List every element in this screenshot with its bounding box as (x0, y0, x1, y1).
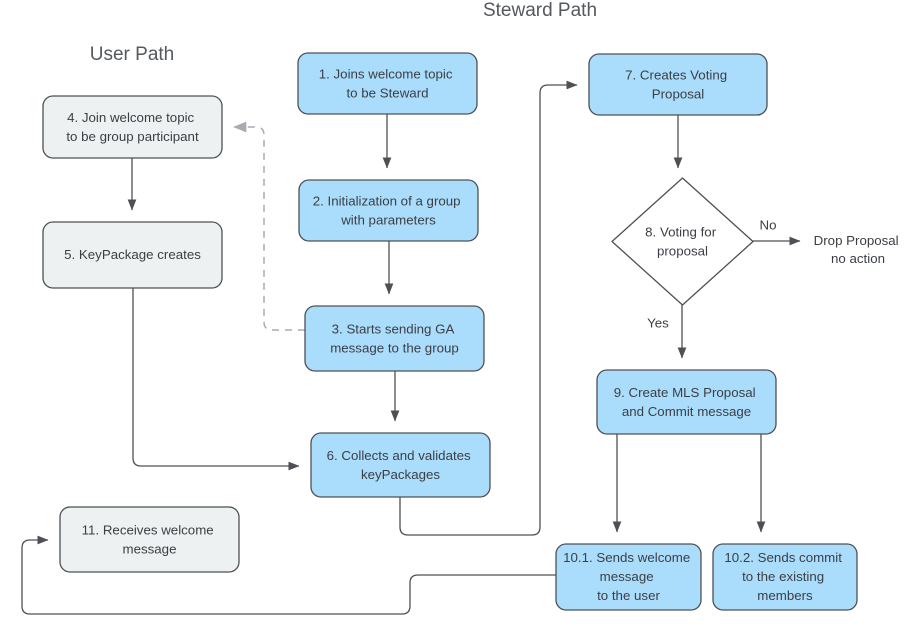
drop-proposal-line-1: Drop Proposal (814, 233, 899, 248)
node-9[interactable]: 9. Create MLS Proposal and Commit messag… (596, 369, 777, 435)
lane-title-layer: User Path Steward Path (90, 0, 597, 65)
node-8-shape[interactable] (611, 177, 754, 306)
node-2-line-2: with parameters (340, 212, 436, 227)
edge-label-no: No (760, 218, 777, 233)
edge-label-yes: Yes (647, 316, 669, 331)
node-7-shape[interactable] (588, 53, 768, 116)
edge-label-layer: No Yes (647, 218, 776, 331)
node-3-shape[interactable] (304, 305, 485, 372)
node-1[interactable]: 1. Joins welcome topic to be Steward (297, 52, 478, 115)
node-10-2-line-1: 10.2. Sends commit (724, 550, 842, 565)
node-6[interactable]: 6. Collects and validates keyPackages (310, 432, 491, 498)
node-11-shape[interactable] (59, 506, 240, 573)
node-8-line-2: proposal (657, 243, 708, 258)
free-text-layer: Drop Proposal no action (814, 233, 903, 266)
node-1-line-1: 1. Joins welcome topic (319, 66, 453, 81)
node-10-2-line-3: members (757, 588, 813, 603)
node-6-line-2: keyPackages (361, 467, 440, 482)
node-11-line-2: message (123, 541, 177, 556)
node-11[interactable]: 11. Receives welcome message (59, 506, 240, 573)
node-1-shape[interactable] (297, 52, 478, 115)
node-1-label: 1. Joins welcome topic to be Steward (319, 66, 456, 100)
node-10-1-line-2: message (600, 569, 654, 584)
node-10-2-line-2: to the existing (742, 569, 824, 584)
node-3-line-2: message to the group (330, 340, 459, 355)
edge-10-1-to-11 (21, 535, 556, 615)
node-4-shape[interactable] (42, 95, 223, 159)
node-2-line-1: 2. Initialization of a group (313, 193, 461, 208)
node-1-line-2: to be Steward (346, 85, 428, 100)
node-6-line-1: 6. Collects and validates (327, 448, 471, 463)
edge-5-to-6 (132, 288, 300, 471)
node-2[interactable]: 2. Initialization of a group with parame… (298, 179, 479, 242)
node-9-line-1: 9. Create MLS Proposal (614, 385, 756, 400)
node-10-1-line-1: 10.1. Sends welcome (563, 550, 690, 565)
node-2-label: 2. Initialization of a group with parame… (313, 193, 465, 227)
node-4-line-2: to be group participant (66, 129, 199, 144)
edge-layer (21, 80, 801, 615)
node-4-label: 4. Join welcome topic to be group partic… (66, 110, 199, 144)
edge-3-to-4 (233, 121, 305, 331)
node-4[interactable]: 4. Join welcome topic to be group partic… (42, 95, 223, 159)
node-layer: 1. Joins welcome topic to be Steward 2. … (42, 52, 858, 611)
drop-proposal-line-2: no action (831, 251, 885, 266)
lane-title-steward-path: Steward Path (483, 0, 597, 21)
node-3[interactable]: 3. Starts sending GA message to the grou… (304, 305, 485, 372)
node-10-2[interactable]: 10.2. Sends commit to the existing membe… (712, 543, 858, 611)
node-9-shape[interactable] (596, 369, 777, 435)
node-10-1-shape[interactable] (555, 543, 702, 611)
node-5-shape[interactable] (42, 221, 223, 289)
node-10-2-label: 10.2. Sends commit to the existing membe… (724, 550, 845, 603)
node-8[interactable]: 8. Voting for proposal (611, 177, 754, 306)
node-10-1-label: 10.1. Sends welcome message to the user (563, 550, 694, 603)
node-8-line-1: 8. Voting for (645, 224, 717, 239)
node-4-line-1: 4. Join welcome topic (67, 110, 194, 125)
node-9-label: 9. Create MLS Proposal and Commit messag… (614, 385, 760, 419)
node-5-line-1: 5. KeyPackage creates (64, 247, 201, 262)
node-5[interactable]: 5. KeyPackage creates (42, 221, 223, 289)
node-8-label: 8. Voting for proposal (645, 224, 720, 258)
node-3-label: 3. Starts sending GA message to the grou… (330, 321, 459, 355)
node-6-shape[interactable] (310, 432, 491, 498)
node-7[interactable]: 7. Creates Voting Proposal (588, 53, 768, 116)
lane-title-user-path: User Path (90, 44, 174, 65)
node-10-1-line-3: to the user (597, 588, 660, 603)
node-10-1[interactable]: 10.1. Sends welcome message to the user (555, 543, 702, 611)
node-2-shape[interactable] (298, 179, 479, 242)
node-7-label: 7. Creates Voting Proposal (625, 67, 731, 101)
edge-6-to-7 (399, 80, 578, 536)
node-7-line-1: 7. Creates Voting (625, 67, 727, 82)
node-5-label: 5. KeyPackage creates (64, 247, 201, 262)
drop-proposal-text: Drop Proposal no action (814, 233, 903, 266)
node-3-line-1: 3. Starts sending GA (332, 321, 455, 336)
node-9-line-2: and Commit message (622, 404, 751, 419)
node-11-label: 11. Receives welcome message (82, 522, 218, 556)
node-6-label: 6. Collects and validates keyPackages (327, 448, 475, 482)
node-11-line-1: 11. Receives welcome (82, 522, 214, 537)
node-7-line-2: Proposal (652, 86, 705, 101)
node-10-2-shape[interactable] (712, 543, 858, 611)
